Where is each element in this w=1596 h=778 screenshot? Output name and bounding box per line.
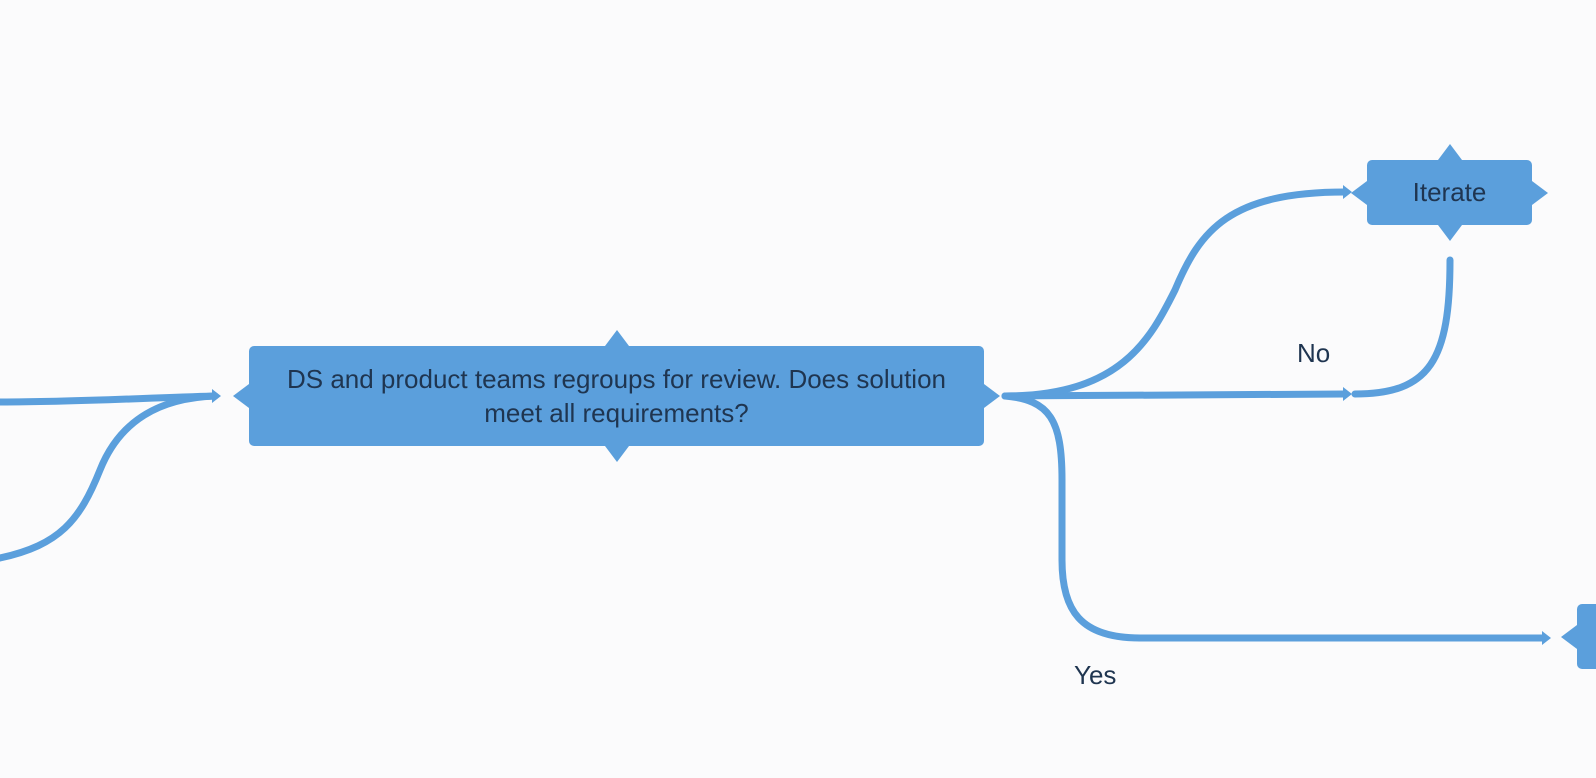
- arrow-into-next: [1542, 631, 1551, 645]
- arrow-into-iterate: [1343, 185, 1352, 199]
- edge-incoming-bottom[interactable]: [0, 392, 219, 562]
- next-port-left[interactable]: [1561, 624, 1577, 649]
- review-port-top[interactable]: [604, 330, 629, 346]
- review-decision-node[interactable]: DS and product teams regroups for review…: [233, 330, 1000, 462]
- iterate-port-bottom[interactable]: [1437, 225, 1462, 241]
- review-port-left[interactable]: [233, 384, 249, 408]
- edge-review-to-yes[interactable]: [1001, 392, 1144, 642]
- review-port-bottom[interactable]: [604, 446, 629, 462]
- edge-label-no: No: [1297, 338, 1331, 368]
- edge-label-yes: Yes: [1074, 660, 1117, 690]
- iterate-node[interactable]: Iterate: [1351, 144, 1548, 241]
- edge-review-to-iterate[interactable]: [1001, 188, 1349, 400]
- iterate-port-left[interactable]: [1351, 180, 1367, 205]
- next-step-node[interactable]: [1561, 604, 1596, 669]
- iterate-port-right[interactable]: [1532, 180, 1548, 205]
- edge-review-to-no[interactable]: [1001, 390, 1349, 400]
- arrow-into-review: [212, 389, 221, 403]
- edge-no-to-iterate[interactable]: [1351, 256, 1454, 398]
- iterate-node-label: Iterate: [1412, 177, 1487, 207]
- review-port-right[interactable]: [984, 384, 1000, 408]
- review-node-label: DS and product teams regroups for review…: [286, 364, 946, 428]
- iterate-port-top[interactable]: [1437, 144, 1462, 160]
- arrow-into-no-junction: [1343, 387, 1352, 401]
